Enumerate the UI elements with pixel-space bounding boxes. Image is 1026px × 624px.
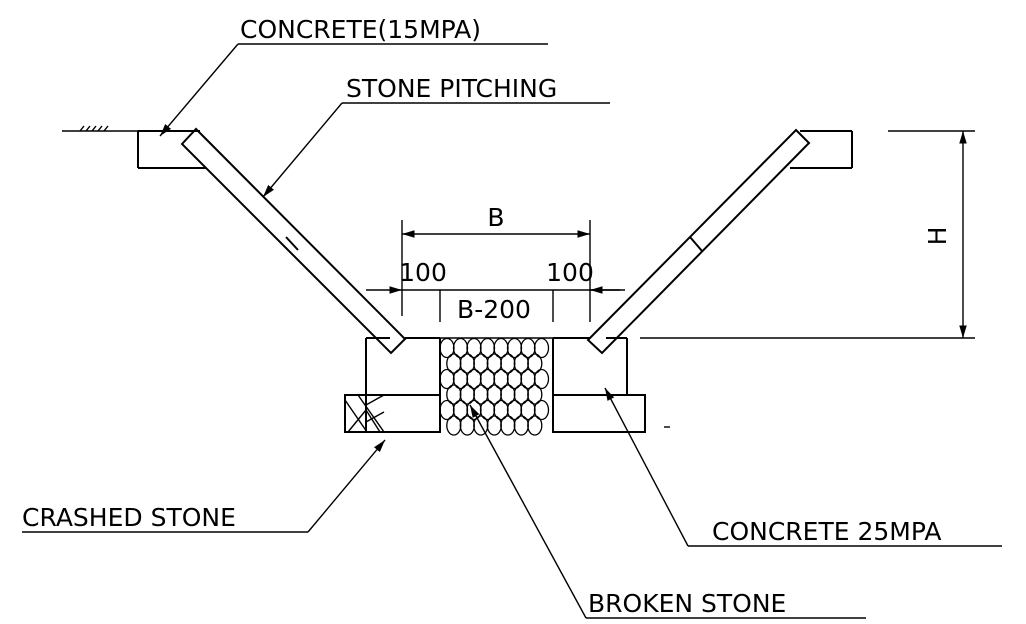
- ground-symbol: [62, 125, 138, 132]
- broken-stone-fill: [439, 337, 553, 436]
- left-stone-pitching: [180, 127, 407, 355]
- stone-oval: [486, 415, 502, 436]
- callout-concrete-15: CONCRETE(15MPA): [159, 15, 548, 137]
- dimension-b: B: [401, 203, 591, 322]
- stone-oval: [533, 399, 550, 421]
- stone-oval: [533, 368, 550, 390]
- callout-broken-stone: BROKEN STONE: [469, 404, 866, 619]
- stone-oval: [527, 384, 543, 405]
- dim-left-100: 100: [399, 258, 447, 287]
- dim-h-label: H: [923, 227, 952, 246]
- label-broken-stone: BROKEN STONE: [588, 589, 786, 618]
- stone-oval: [459, 415, 475, 436]
- label-stone-pitching: STONE PITCHING: [346, 74, 557, 103]
- dim-b-200: B-200: [457, 295, 531, 324]
- stone-oval: [527, 353, 543, 374]
- right-top-concrete-cap: [790, 130, 853, 169]
- dimension-h: H: [640, 130, 975, 339]
- right-foundation-concrete: [552, 337, 646, 433]
- stone-oval: [446, 415, 462, 436]
- left-top-concrete-cap: [137, 130, 206, 169]
- stone-oval: [513, 415, 529, 436]
- stone-oval: [533, 337, 550, 359]
- dim-right-100: 100: [546, 258, 594, 287]
- dim-b-label: B: [487, 203, 504, 232]
- callout-crashed-stone: CRASHED STONE: [22, 439, 386, 533]
- label-concrete-15: CONCRETE(15MPA): [240, 15, 481, 44]
- crashed-stone-hatch: [344, 394, 385, 433]
- callout-stone-pitching: STONE PITCHING: [262, 74, 610, 198]
- stone-oval: [500, 415, 516, 436]
- dimension-sub: 100 100 B-200: [366, 258, 625, 324]
- stone-oval: [527, 415, 543, 436]
- left-foundation-concrete: [344, 337, 441, 433]
- label-crashed-stone: CRASHED STONE: [22, 503, 236, 532]
- label-concrete-25: CONCRETE 25MPA: [712, 517, 941, 546]
- right-stone-pitching: [586, 128, 811, 355]
- callout-concrete-25: CONCRETE 25MPA: [604, 387, 1002, 547]
